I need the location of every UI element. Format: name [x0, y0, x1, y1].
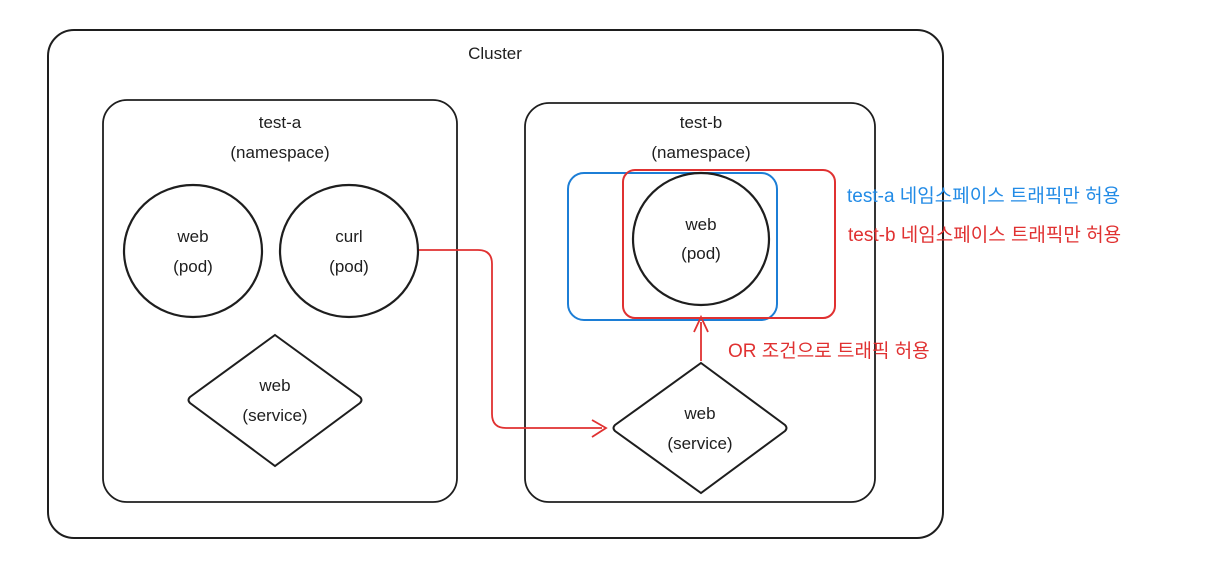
web-service-b-diamond	[612, 361, 788, 495]
traffic-arrowhead-right	[591, 419, 608, 438]
namespace-test-a-box	[102, 99, 458, 503]
cluster-boundary	[47, 29, 944, 539]
web-service-a-diamond	[187, 333, 363, 468]
web-pod-a-circle	[122, 183, 264, 319]
policy-test-b-selector-rect	[622, 169, 836, 319]
traffic-arrow-curl-to-service	[419, 249, 602, 429]
curl-pod-a-circle	[278, 183, 420, 319]
policy-test-a-selector-rect	[567, 172, 778, 321]
traffic-arrowhead-up	[693, 314, 709, 333]
web-pod-b-circle	[631, 171, 771, 307]
namespace-test-b-box	[524, 102, 876, 503]
